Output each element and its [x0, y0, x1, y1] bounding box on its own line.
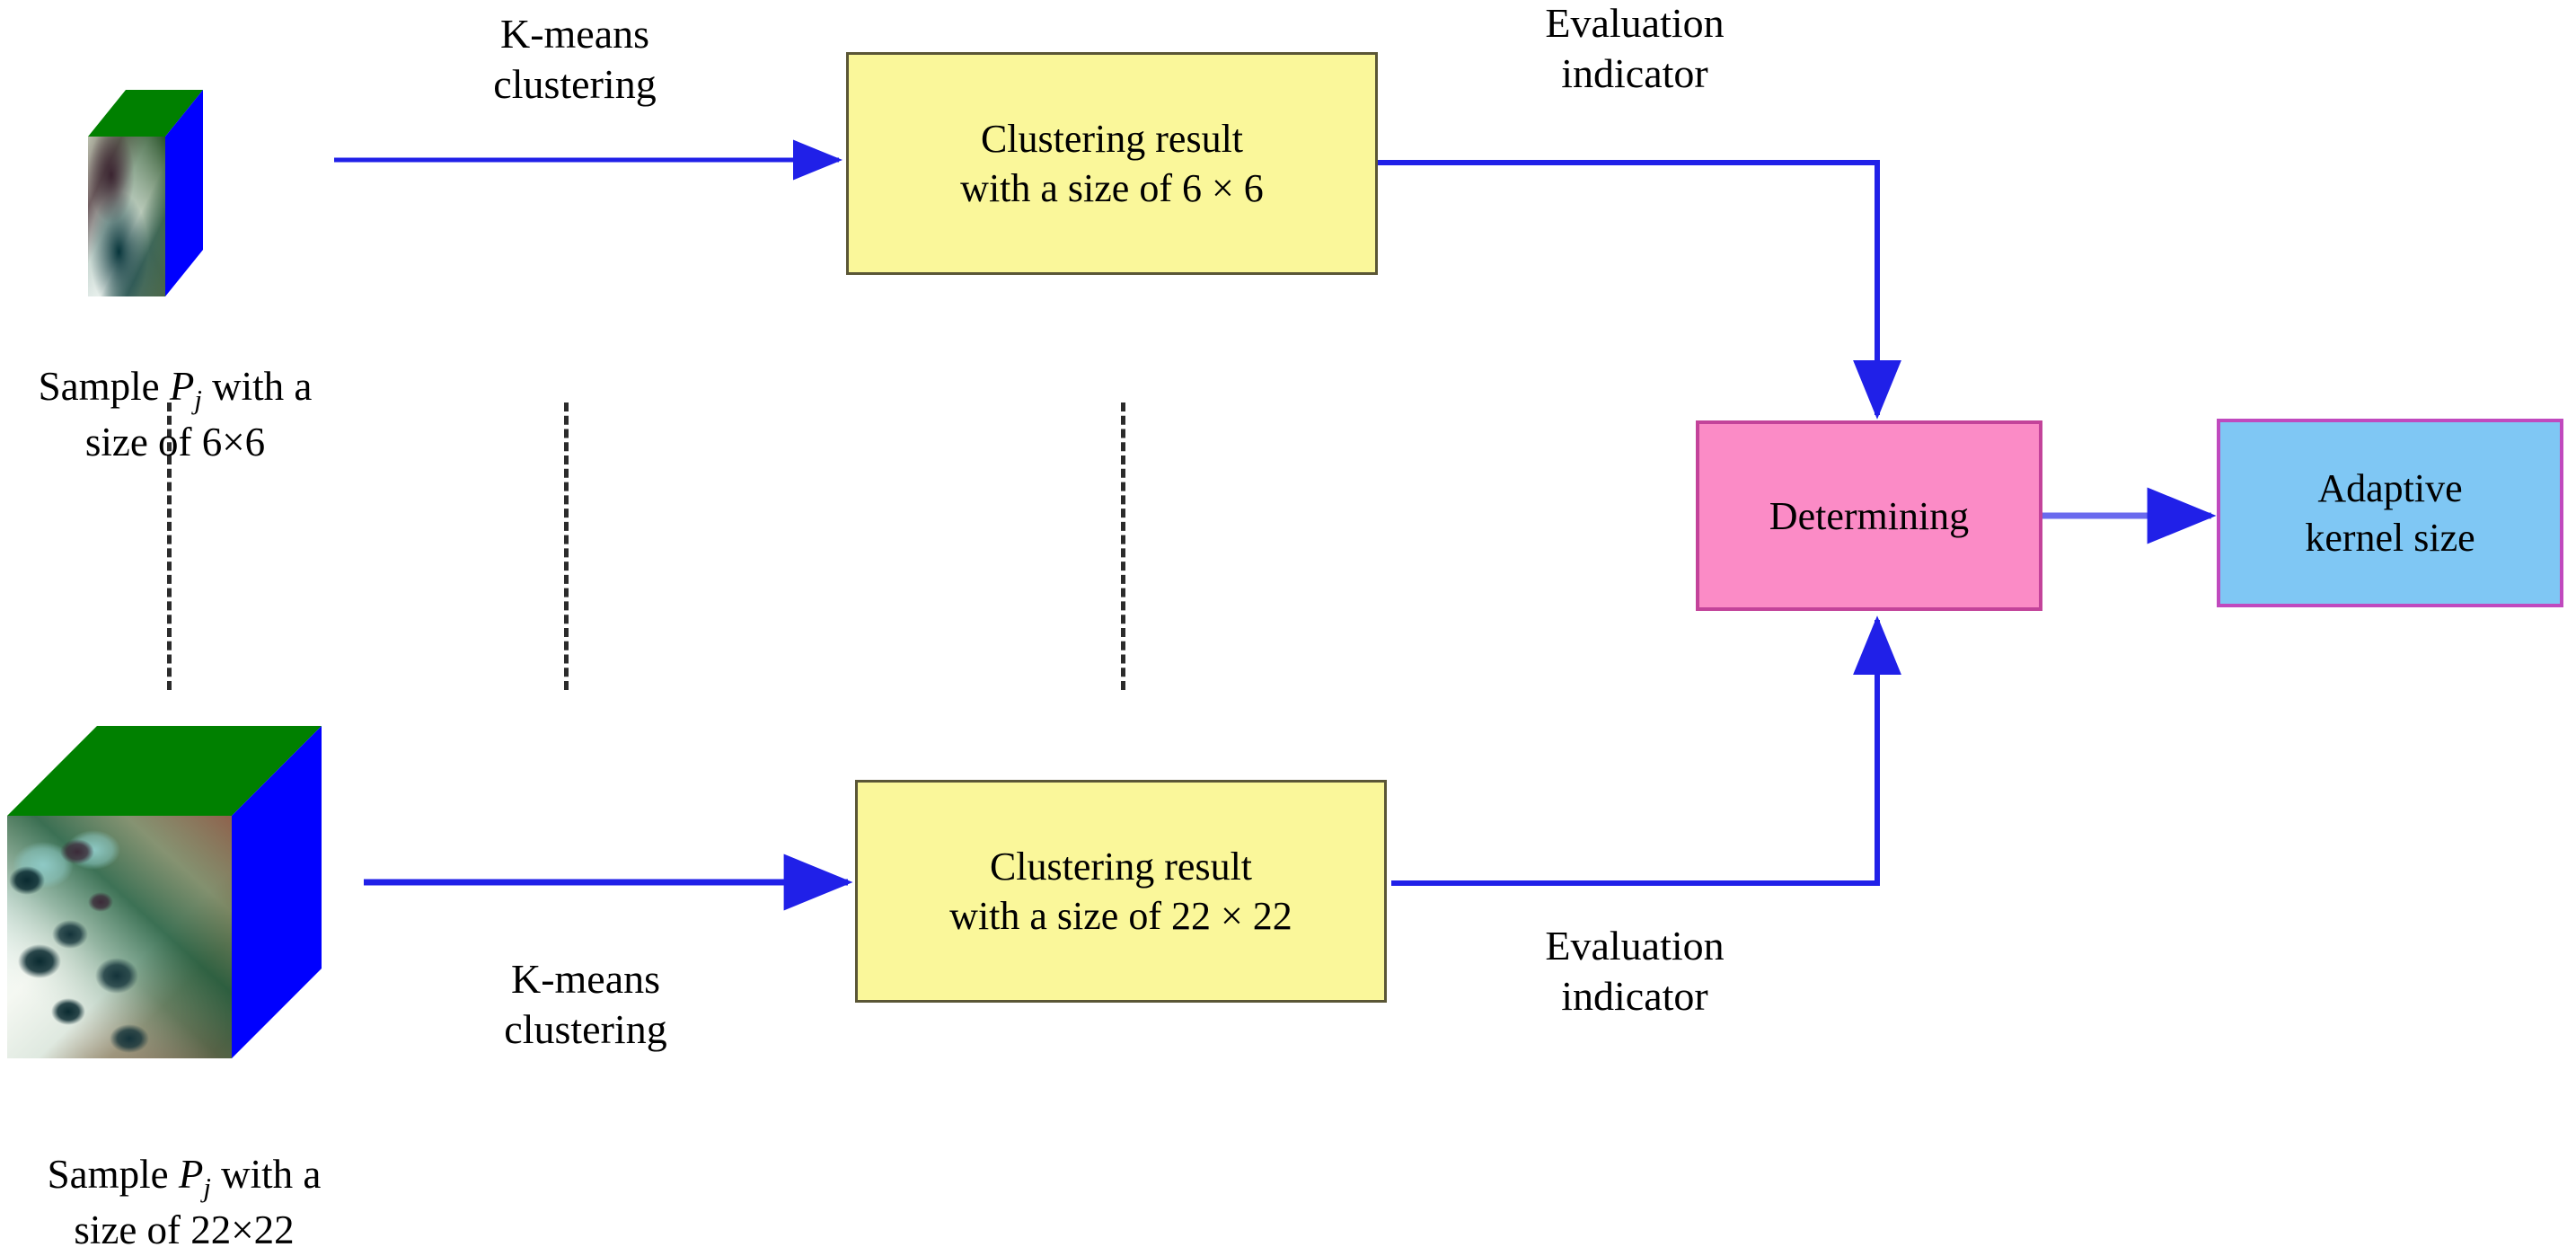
sample-var-p: P — [169, 363, 195, 409]
evaluation-label-bottom: Evaluation indicator — [1545, 923, 1725, 1020]
cluster-result-small-line2: with a size of 6 × 6 — [960, 166, 1264, 210]
cube-right-face — [165, 90, 203, 296]
sample-large-label: Sample Pj with a size of 22×22 — [0, 1098, 386, 1256]
cluster-result-small-text: Clustering result with a size of 6 × 6 — [960, 114, 1264, 213]
cluster-result-box-small[interactable]: Clustering result with a size of 6 × 6 — [846, 52, 1378, 275]
cluster-result-large-text: Clustering result with a size of 22 × 22 — [949, 842, 1292, 941]
sample-var-sub-j: j — [194, 384, 202, 415]
arrow-cluster-large-to-determining — [1391, 615, 1901, 886]
kmeans-label-bottom: K-means clustering — [504, 956, 667, 1053]
ellipsis-dashdot-2 — [564, 402, 569, 690]
arrow-cluster-small-to-determining — [1378, 160, 1901, 420]
adaptive-kernel-text: Adaptive kernel size — [2305, 464, 2475, 562]
adaptive-kernel-size-box[interactable]: Adaptive kernel size — [2217, 419, 2563, 607]
sample-small-label: Sample Pj with a size of 6×6 — [0, 310, 368, 468]
adaptive-line1: Adaptive — [2317, 466, 2463, 510]
evaluation-label-top: Evaluation indicator — [1545, 0, 1725, 97]
sample-small-label-line1: Sample Pj with a — [38, 363, 313, 415]
sample-small-label-line2: size of 6×6 — [84, 420, 266, 465]
adaptive-line2: kernel size — [2305, 516, 2475, 560]
cluster-result-small-line1: Clustering result — [980, 117, 1244, 161]
sample-cube-small — [88, 90, 203, 296]
sample-large-label-line1: Sample Pj with a — [47, 1151, 322, 1203]
sample-cube-large — [7, 726, 366, 1058]
sample-var-sub-j: j — [203, 1172, 211, 1203]
ellipsis-dashdot-3 — [1121, 402, 1125, 690]
cluster-result-box-large[interactable]: Clustering result with a size of 22 × 22 — [855, 780, 1387, 1003]
determining-label: Determining — [1769, 493, 1970, 538]
ellipsis-dashdot-1 — [167, 402, 172, 690]
cube-right-face — [232, 726, 322, 1058]
sample-var-p: P — [178, 1151, 204, 1197]
kmeans-label-top: K-means clustering — [493, 11, 657, 108]
cube-top-face — [7, 726, 322, 816]
cluster-result-large-line2: with a size of 22 × 22 — [949, 894, 1292, 938]
cluster-result-large-line1: Clustering result — [989, 845, 1253, 889]
determining-box[interactable]: Determining — [1696, 420, 2042, 611]
sample-large-label-line2: size of 22×22 — [74, 1207, 295, 1253]
cube-top-face — [88, 90, 203, 137]
